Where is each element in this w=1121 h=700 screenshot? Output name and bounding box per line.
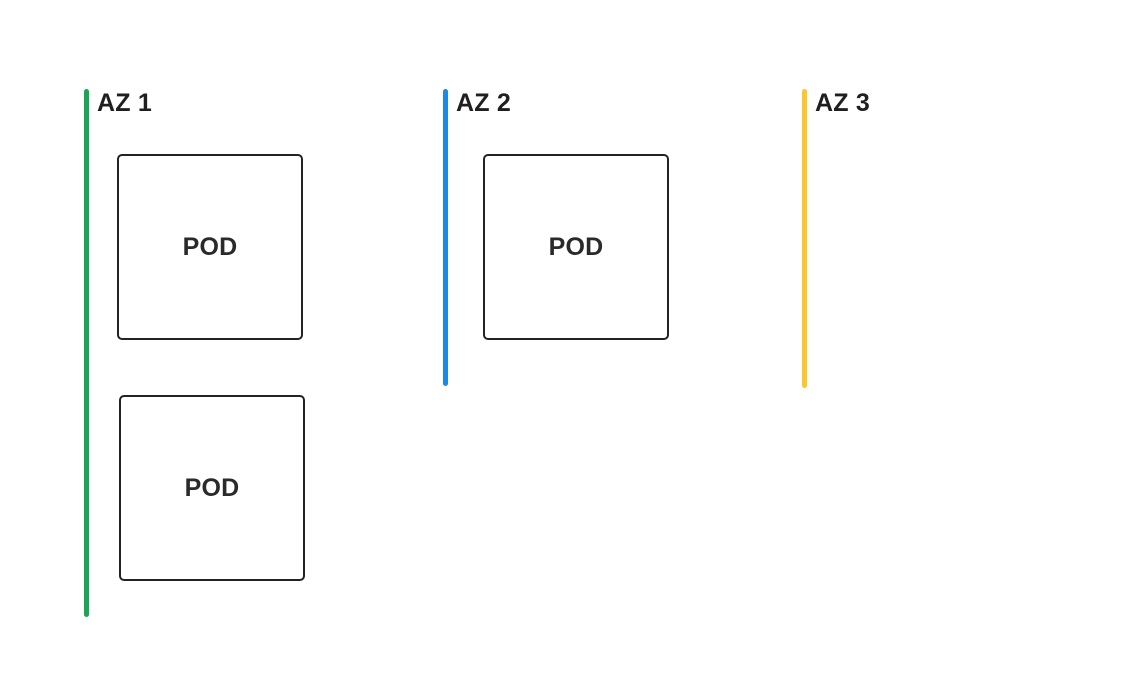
pod-box: POD: [117, 154, 303, 340]
zone-az1-title: AZ 1: [97, 89, 152, 117]
zone-az1-line: [84, 89, 89, 617]
zone-az2-line: [443, 89, 448, 386]
pod-box: POD: [483, 154, 669, 340]
pod-label: POD: [182, 232, 238, 261]
pod-label: POD: [548, 232, 604, 261]
pod-box: POD: [119, 395, 305, 581]
zone-az2-title: AZ 2: [456, 89, 511, 117]
zone-az3-line: [802, 89, 807, 388]
pod-label: POD: [184, 473, 240, 502]
zone-az3-title: AZ 3: [815, 89, 870, 117]
